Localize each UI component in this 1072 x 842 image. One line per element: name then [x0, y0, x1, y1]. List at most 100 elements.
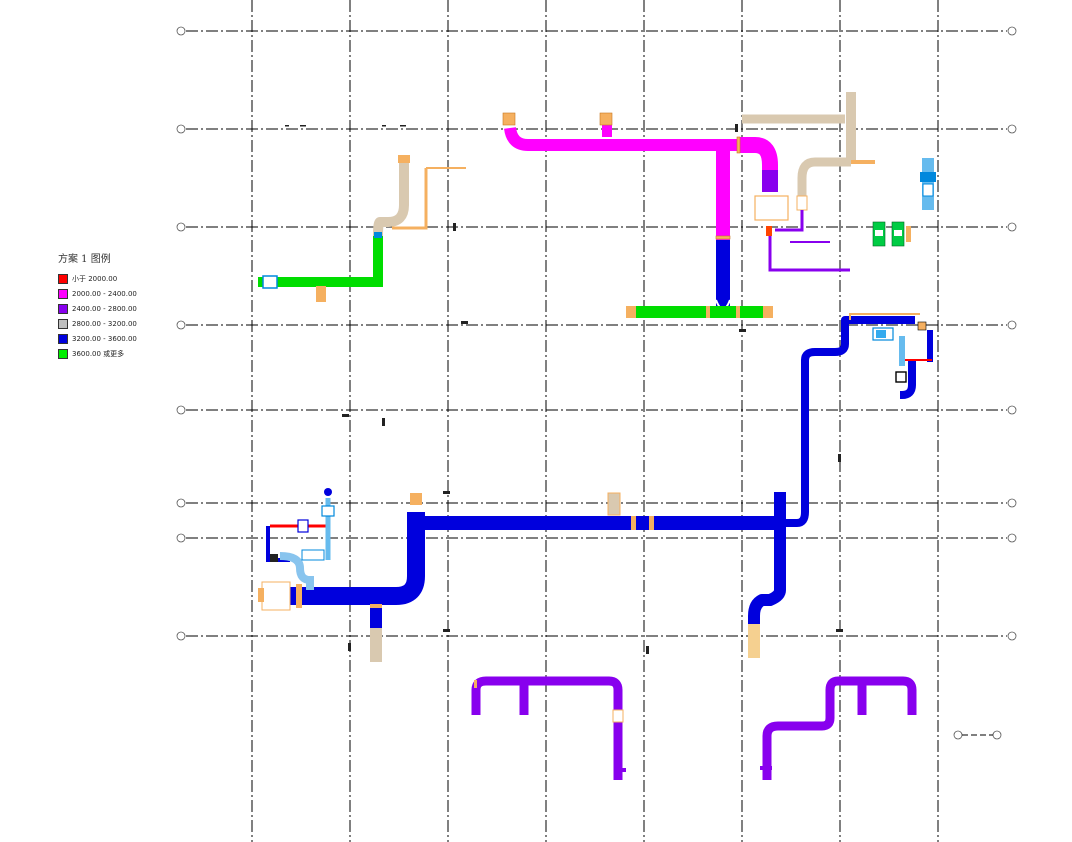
purple-bottom-right	[760, 676, 917, 780]
equipment-unit	[876, 330, 886, 338]
green-duct-run	[626, 306, 773, 318]
flange	[796, 195, 808, 211]
tag-mark	[348, 643, 351, 651]
valve	[917, 321, 927, 331]
grid-bubbles	[176, 26, 1017, 740]
equipment-unit	[321, 505, 335, 517]
pipe-segment	[785, 316, 915, 527]
valve	[766, 226, 772, 236]
legend-item: 小于 2000.00	[58, 271, 137, 286]
tag-mark	[342, 414, 349, 417]
gray-duct-run	[742, 92, 875, 198]
legend: 方案 1 图例 小于 2000.00 2000.00 - 2400.00 240…	[58, 250, 137, 361]
tag-mark	[735, 124, 738, 132]
legend-label: 3600.00 或更多	[72, 349, 125, 358]
pipe-segment	[748, 624, 760, 658]
flange	[649, 516, 654, 530]
legend-item: 3200.00 - 3600.00	[58, 331, 137, 346]
pipe-segment	[370, 628, 382, 662]
pipe-segment	[797, 157, 851, 198]
pipe-segment	[738, 137, 778, 192]
blue-run-fittings	[258, 492, 760, 662]
tag-mark	[461, 321, 468, 324]
valve	[906, 226, 911, 242]
grid-bubble	[176, 124, 186, 134]
flange	[370, 604, 382, 608]
grid-bubble	[1007, 222, 1017, 232]
grid-bubble	[1007, 631, 1017, 641]
cyan-equipment-left	[266, 488, 335, 590]
legend-swatch	[58, 288, 68, 299]
magenta-duct-run	[504, 122, 778, 240]
flange	[715, 235, 731, 240]
pipe-segment	[898, 360, 916, 399]
cyan-equipment-upper	[920, 158, 936, 210]
tag-mark	[443, 491, 450, 494]
grid-bubble	[1007, 498, 1017, 508]
equipment-unit	[920, 172, 936, 182]
equipment-group	[872, 221, 911, 247]
flange	[607, 492, 621, 516]
grid-bubble	[1007, 26, 1017, 36]
flange	[612, 709, 624, 723]
tag-mark	[285, 125, 289, 127]
tag-mark	[453, 223, 456, 231]
valve	[324, 488, 332, 496]
cyan-equipment-right	[849, 313, 932, 383]
tag-mark	[838, 454, 841, 462]
pipe-segment	[849, 313, 920, 320]
tag-mark	[382, 125, 386, 127]
magenta-fittings	[502, 112, 741, 240]
left-upper-run	[258, 160, 466, 287]
tag-mark	[646, 646, 649, 654]
equipment-unit	[297, 519, 309, 533]
equipment-box	[261, 581, 291, 611]
legend-swatch	[58, 348, 68, 359]
legend-label: 2400.00 - 2800.00	[72, 304, 137, 313]
tag-mark	[400, 125, 406, 127]
legend-label: 小于 2000.00	[72, 274, 118, 283]
tag-mark	[300, 125, 306, 127]
equipment-unit	[895, 371, 907, 383]
flange	[736, 306, 740, 318]
equipment-unit	[301, 549, 325, 561]
grid-bubble	[176, 405, 186, 415]
flange	[763, 306, 773, 318]
pipe-segment	[471, 676, 623, 780]
valve	[374, 232, 382, 238]
pipe-segment	[762, 676, 917, 780]
legend-swatch	[58, 303, 68, 314]
legend-label: 3200.00 - 3600.00	[72, 334, 137, 343]
legend-swatch	[58, 318, 68, 329]
pipe-segment	[504, 126, 745, 151]
pipe-segment	[258, 236, 383, 287]
flange	[706, 306, 710, 318]
legend-item: 3600.00 或更多	[58, 346, 137, 361]
tag-mark	[836, 629, 843, 632]
vertical-grid-lines	[251, 0, 939, 842]
legend-swatch	[58, 273, 68, 284]
flange	[296, 584, 302, 608]
equipment-unit	[262, 275, 278, 289]
flange	[502, 112, 516, 126]
legend-item: 2000.00 - 2400.00	[58, 286, 137, 301]
flange	[410, 493, 422, 505]
flange	[258, 588, 264, 602]
grid-bubble	[176, 222, 186, 232]
pipe-segment	[279, 552, 314, 590]
pipe-segment	[775, 210, 804, 232]
tag-mark	[443, 629, 450, 632]
flange	[599, 112, 613, 126]
legend-title: 方案 1 图例	[58, 254, 111, 265]
pipe-segment	[290, 512, 425, 605]
pipe-segment	[768, 232, 850, 272]
flange	[474, 680, 477, 688]
grid-bubble	[953, 730, 963, 740]
valve	[270, 554, 278, 562]
grid-bubble	[1007, 124, 1017, 134]
purple-bottom-left	[471, 676, 626, 780]
equipment-detail	[875, 230, 883, 236]
flange	[736, 136, 741, 154]
pipe-segment	[748, 492, 786, 628]
